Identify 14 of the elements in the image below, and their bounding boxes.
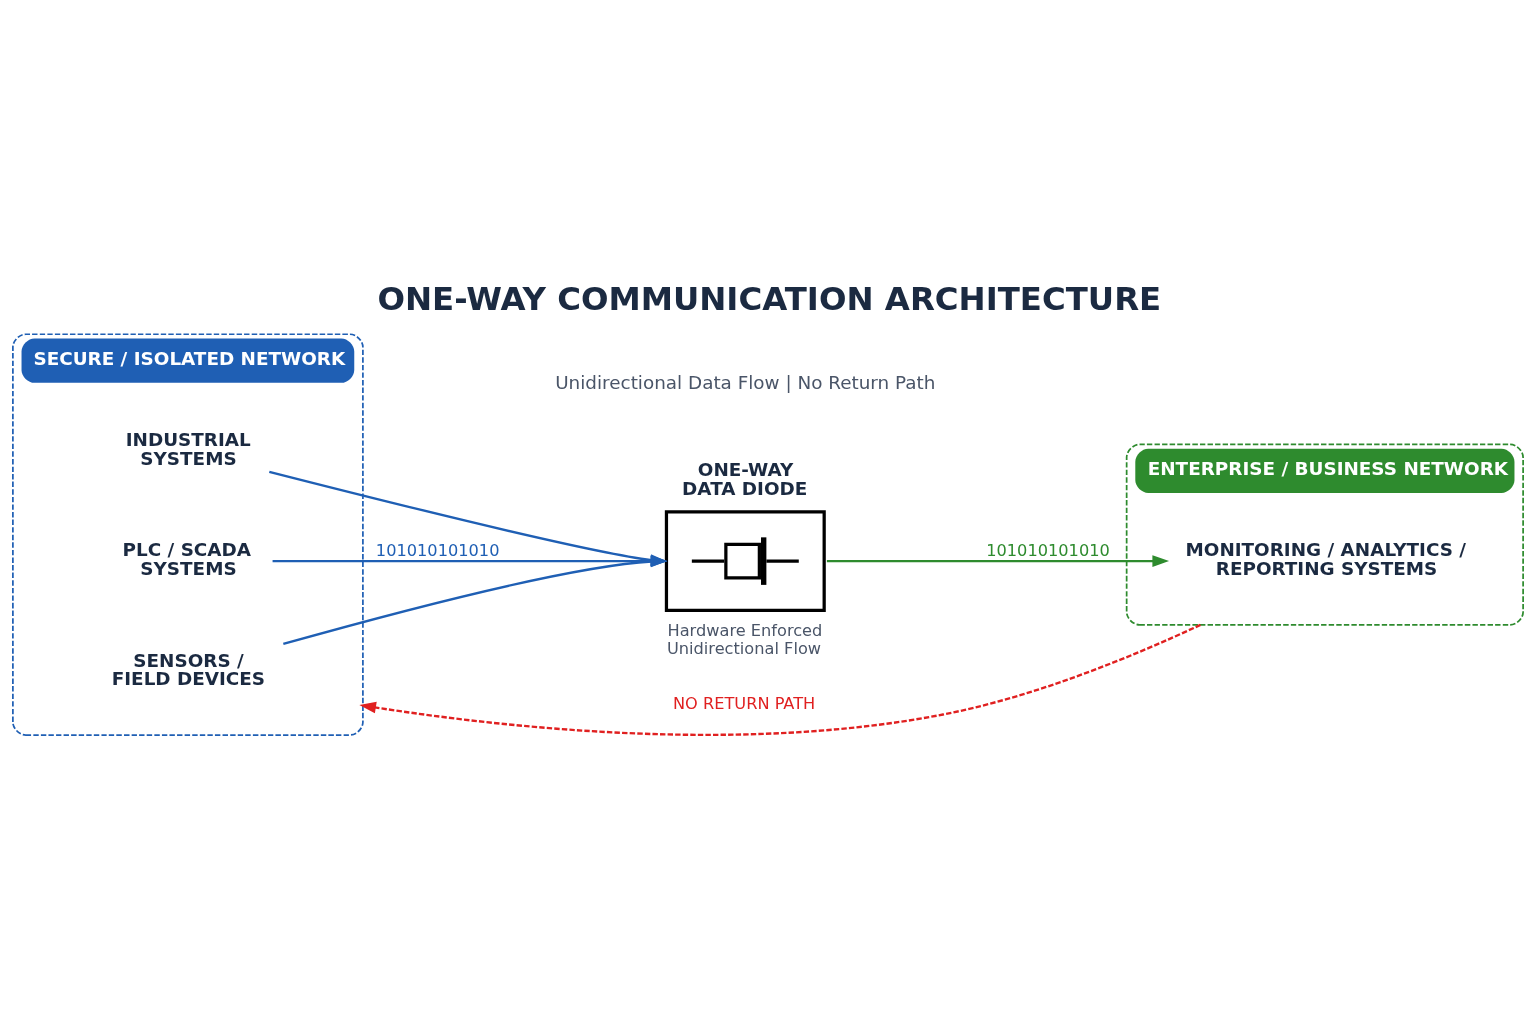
node-box [664,509,826,612]
node-text: MONITORING / ANALYTICS / REPORTING SYSTEMS [1185,538,1467,579]
node-text: SENSORS / FIELD DEVICES [111,649,266,689]
node-text: PLC / SCADA SYSTEMS [122,538,252,579]
edge-label: NO RETURN PATH [672,693,816,713]
diagram-title: ONE-WAY COMMUNICATION ARCHITECTURE [377,279,1162,318]
node-text: INDUSTRIAL SYSTEMS [125,428,251,469]
arrow [359,623,1201,736]
node-label: Hardware Enforced Unidirectional Flow [666,620,823,658]
label: Unidirectional Data Flow | No Return Path [555,371,936,393]
edge-label: 101010101010 [375,540,500,560]
arrow [826,554,1170,567]
node-label: ONE-WAY DATA DIODE [682,458,808,499]
edge-label: 101010101010 [986,540,1110,560]
